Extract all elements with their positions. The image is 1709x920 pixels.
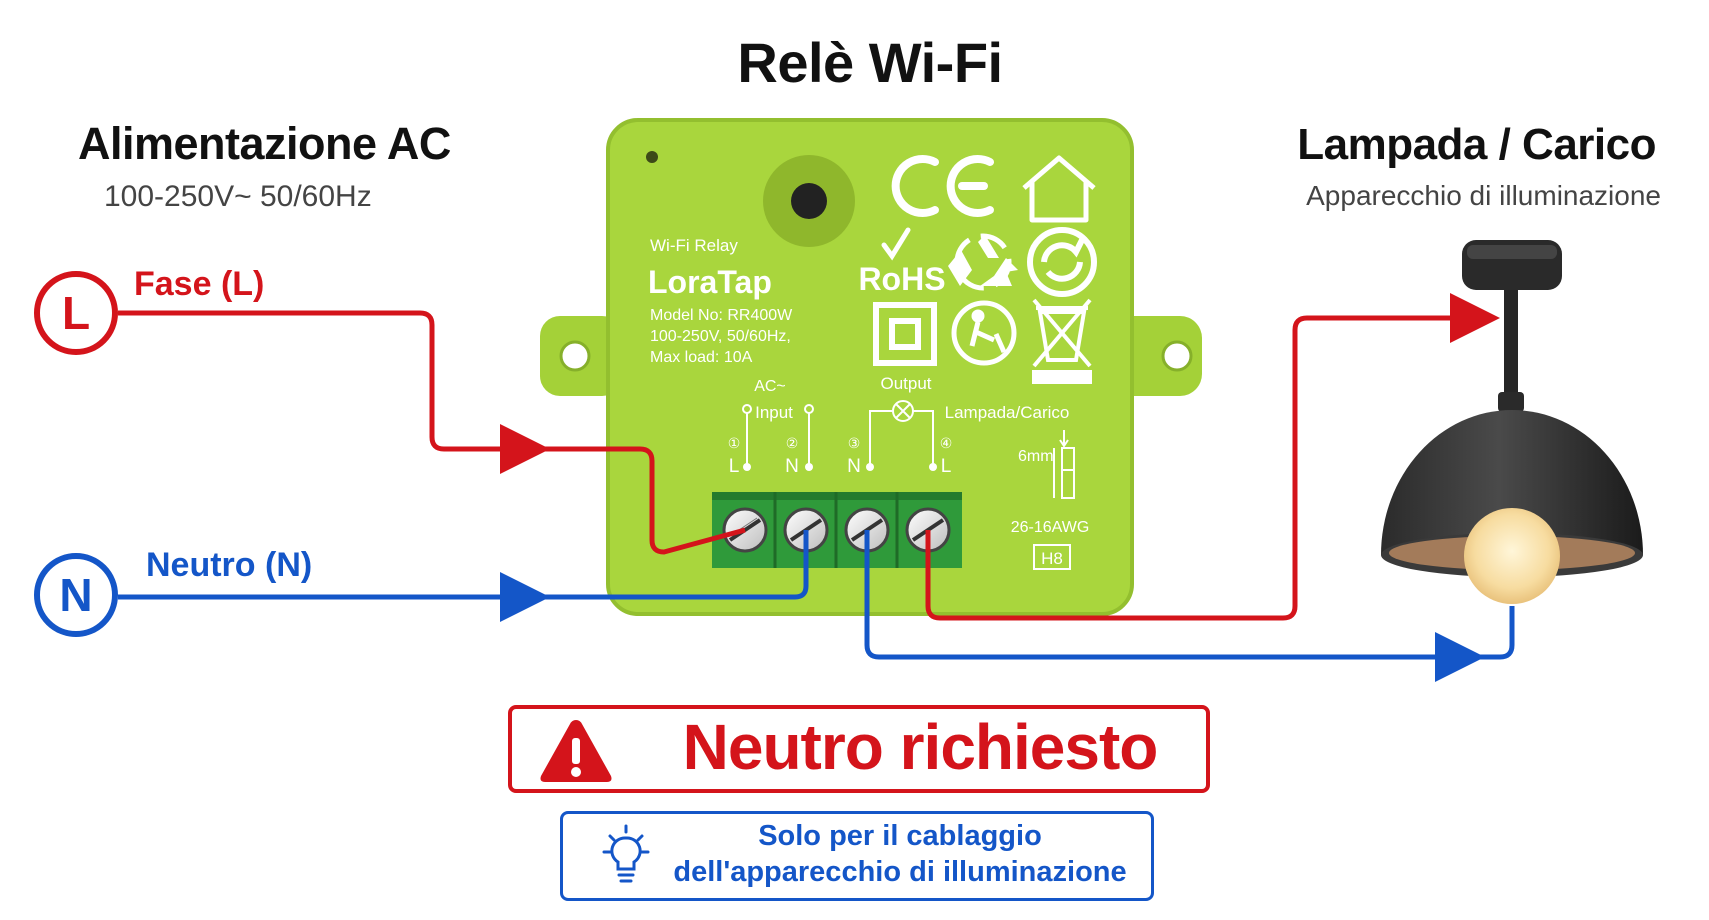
phase-out-wire xyxy=(925,293,1500,621)
relay-device: RoHS xyxy=(540,118,1202,616)
svg-text:Model No: RR400W: Model No: RR400W xyxy=(650,307,793,324)
button-icon xyxy=(763,155,855,247)
house-icon xyxy=(1022,155,1096,223)
svg-text:①: ① xyxy=(728,435,741,451)
svg-text:Lampada/Carico: Lampada/Carico xyxy=(945,403,1070,422)
svg-text:②: ② xyxy=(786,435,799,451)
neutral-out-wire xyxy=(864,530,1515,682)
power-source-title: Alimentazione AC xyxy=(78,118,451,169)
svg-text:LoraTap: LoraTap xyxy=(648,264,772,300)
tidyman-icon xyxy=(951,300,1017,366)
svg-text:Wi-Fi Relay: Wi-Fi Relay xyxy=(650,236,738,255)
phase-label: Fase (L) xyxy=(134,265,265,303)
page-title: Relè Wi-Fi xyxy=(737,31,1003,94)
load-subtitle: Apparecchio di illuminazione xyxy=(1306,180,1661,211)
svg-text:Input: Input xyxy=(755,403,793,422)
neutral-in-wire xyxy=(118,530,809,622)
double-insulation-icon xyxy=(873,302,937,366)
green-dot-icon xyxy=(1027,227,1097,297)
warning-box xyxy=(508,705,1210,793)
info-line-1: Solo per il cablaggio xyxy=(758,820,1042,852)
svg-text:L: L xyxy=(729,456,740,477)
rohs-mark: RoHS xyxy=(858,227,946,297)
svg-text:Max load: 10A: Max load: 10A xyxy=(650,349,753,366)
terminal-block xyxy=(712,492,962,568)
svg-text:H8: H8 xyxy=(1041,549,1063,568)
svg-text:26-16AWG: 26-16AWG xyxy=(1011,519,1090,536)
weee-bin-icon xyxy=(1032,298,1092,384)
svg-text:Output: Output xyxy=(880,374,931,393)
lightbulb-icon xyxy=(602,824,650,883)
svg-text:④: ④ xyxy=(940,435,953,451)
warning-text: Neutro richiesto xyxy=(682,711,1159,783)
info-line-2: dell'apparecchio di illuminazione xyxy=(673,856,1127,888)
phase-in-wire xyxy=(118,310,746,555)
svg-text:L: L xyxy=(941,456,952,477)
svg-text:100-250V, 50/60Hz,: 100-250V, 50/60Hz, xyxy=(650,328,791,345)
load-title: Lampada / Carico xyxy=(1297,120,1656,169)
recycle-icon xyxy=(948,233,1018,291)
svg-text:RoHS: RoHS xyxy=(858,261,945,297)
svg-text:N: N xyxy=(785,456,799,477)
phase-symbol: L xyxy=(34,271,118,355)
svg-text:AC~: AC~ xyxy=(754,378,786,395)
warning-icon xyxy=(540,720,612,782)
svg-text:③: ③ xyxy=(848,435,861,451)
ce-mark xyxy=(891,155,994,217)
power-source-spec: 100-250V~ 50/60Hz xyxy=(104,180,372,213)
info-box xyxy=(560,811,1154,901)
neutral-label: Neutro (N) xyxy=(146,546,313,584)
neutral-symbol: N xyxy=(34,553,118,637)
svg-text:N: N xyxy=(847,456,861,477)
lamp-icon xyxy=(1381,240,1643,604)
svg-text:6mm: 6mm xyxy=(1018,448,1054,465)
